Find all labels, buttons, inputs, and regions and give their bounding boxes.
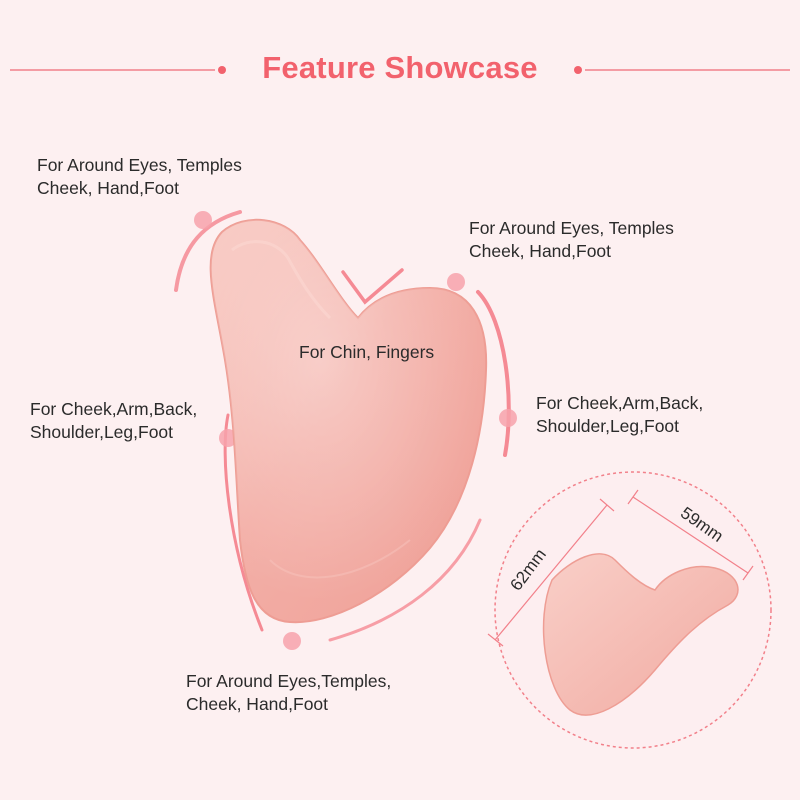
label-top-right: For Around Eyes, Temples Cheek, Hand,Foo… bbox=[469, 217, 674, 263]
label-bottom-line1: For Around Eyes,Temples, bbox=[186, 671, 392, 691]
label-top-left-line2: Cheek, Hand,Foot bbox=[37, 178, 180, 198]
page-title: Feature Showcase bbox=[262, 50, 538, 85]
gua-sha-stone-large bbox=[209, 218, 488, 624]
label-middle-right-line2: Shoulder,Leg,Foot bbox=[536, 416, 680, 436]
label-middle-right: For Cheek,Arm,Back, Shoulder,Leg,Foot bbox=[536, 392, 703, 438]
label-middle-right-line1: For Cheek,Arm,Back, bbox=[536, 393, 704, 413]
label-top-left: For Around Eyes, Temples Cheek, Hand,Foo… bbox=[37, 154, 242, 200]
label-top-right-line2: Cheek, Hand,Foot bbox=[469, 241, 612, 261]
label-bottom-line2: Cheek, Hand,Foot bbox=[186, 694, 329, 714]
label-center-line1: For Chin, Fingers bbox=[299, 342, 435, 362]
label-top-right-line1: For Around Eyes, Temples bbox=[469, 218, 674, 238]
label-middle-left-line2: Shoulder,Leg,Foot bbox=[30, 422, 174, 442]
label-center: For Chin, Fingers bbox=[299, 341, 434, 364]
label-middle-left: For Cheek,Arm,Back, Shoulder,Leg,Foot bbox=[30, 398, 197, 444]
label-bottom: For Around Eyes,Temples, Cheek, Hand,Foo… bbox=[186, 670, 391, 716]
dimension-diagram bbox=[487, 471, 772, 749]
guide-dots bbox=[194, 211, 517, 650]
label-top-left-line1: For Around Eyes, Temples bbox=[37, 155, 242, 175]
header-divider bbox=[10, 66, 790, 74]
label-middle-left-line1: For Cheek,Arm,Back, bbox=[30, 399, 198, 419]
